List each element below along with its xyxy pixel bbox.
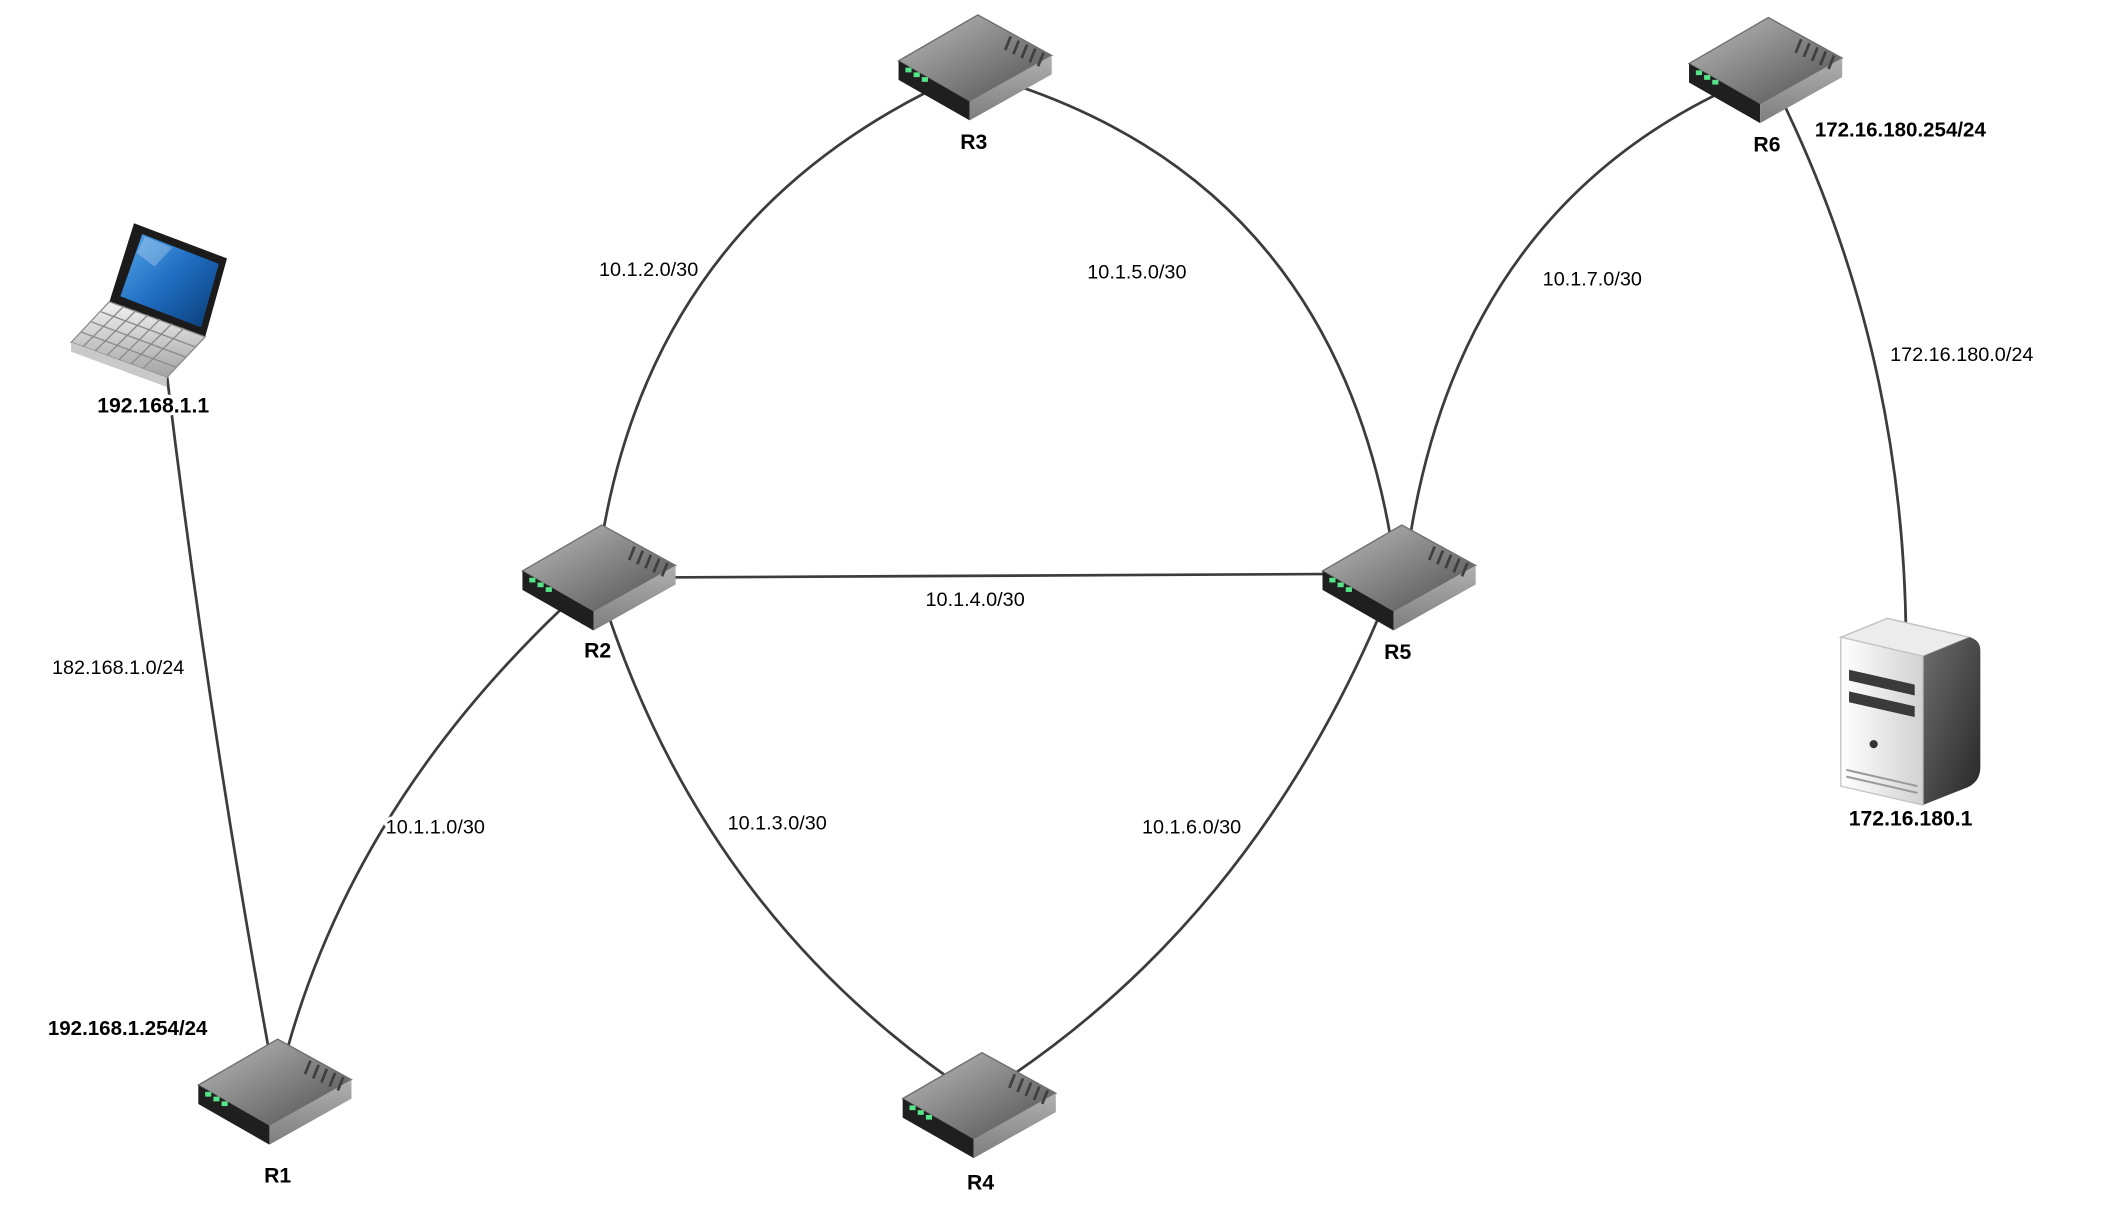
link-r1-r2[interactable] bbox=[279, 580, 592, 1076]
router-icon bbox=[1321, 523, 1478, 632]
node-label-r6: R6 bbox=[1753, 134, 1780, 157]
node-label-r2: R2 bbox=[584, 640, 611, 663]
node-router-r1[interactable] bbox=[196, 1037, 353, 1147]
r6-interface-ip-label: 172.16.180.254/24 bbox=[1815, 120, 1987, 142]
node-router-r5[interactable] bbox=[1321, 523, 1478, 632]
link-r5-r6[interactable] bbox=[1404, 75, 1756, 566]
r1-interface-ip-label: 192.168.1.254/24 bbox=[48, 1018, 208, 1040]
link-label: 10.1.2.0/30 bbox=[599, 259, 698, 281]
router-icon bbox=[196, 1037, 353, 1147]
link-r2-r3[interactable] bbox=[596, 73, 965, 569]
laptop-icon bbox=[70, 222, 228, 388]
node-laptop[interactable] bbox=[70, 222, 228, 388]
router-icon bbox=[521, 523, 677, 632]
link-label: 10.1.1.0/30 bbox=[386, 817, 485, 839]
node-label-r4: R4 bbox=[967, 1171, 994, 1194]
link-label: 182.168.1.0/24 bbox=[52, 657, 184, 679]
node-router-r6[interactable] bbox=[1687, 16, 1844, 125]
link-label: 10.1.6.0/30 bbox=[1142, 817, 1241, 839]
link-laptop-r1[interactable] bbox=[160, 328, 275, 1076]
link-r4-r5[interactable] bbox=[983, 584, 1394, 1095]
server-icon bbox=[1839, 617, 1982, 807]
link-label: 172.16.180.0/24 bbox=[1890, 344, 2033, 366]
node-router-r2[interactable] bbox=[521, 523, 677, 632]
link-r2-r4[interactable] bbox=[607, 615, 972, 1095]
laptop-ip-label: 192.168.1.1 bbox=[97, 395, 209, 418]
node-label-r5: R5 bbox=[1384, 641, 1411, 664]
link-r6-server[interactable] bbox=[1769, 77, 1908, 701]
link-r3-r5[interactable] bbox=[980, 73, 1397, 566]
node-label-r3: R3 bbox=[960, 131, 987, 154]
link-r2-r5[interactable] bbox=[604, 572, 1393, 580]
server-ip-label: 172.16.180.1 bbox=[1849, 807, 1973, 830]
link-label: 10.1.7.0/30 bbox=[1543, 269, 1642, 291]
router-icon bbox=[897, 13, 1054, 122]
node-router-r3[interactable] bbox=[897, 13, 1054, 122]
router-icon bbox=[901, 1051, 1058, 1160]
link-label: 10.1.4.0/30 bbox=[926, 589, 1025, 611]
router-icon bbox=[1687, 16, 1844, 125]
link-label: 10.1.3.0/30 bbox=[728, 812, 827, 834]
node-server[interactable] bbox=[1839, 617, 1982, 807]
node-router-r4[interactable] bbox=[901, 1051, 1058, 1160]
link-label: 10.1.5.0/30 bbox=[1087, 262, 1186, 284]
node-label-r1: R1 bbox=[264, 1165, 291, 1188]
